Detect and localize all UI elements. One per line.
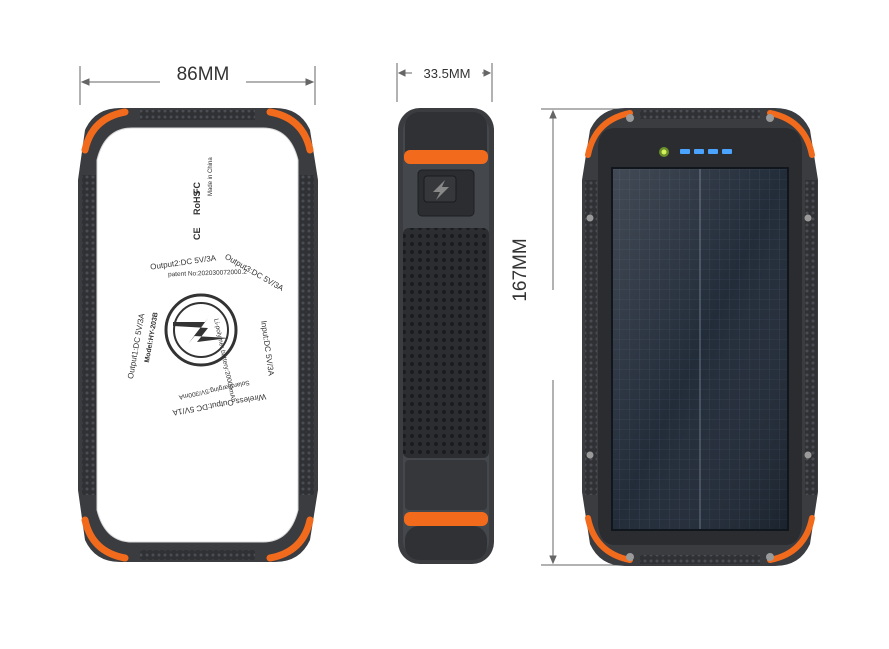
side-view [398, 108, 494, 564]
height-dimension [541, 108, 640, 566]
made-in-text: Made in China [208, 157, 214, 196]
back-view [78, 108, 318, 562]
front-view [582, 108, 818, 566]
rohs-text: RoHS [192, 190, 202, 216]
width-label: 86MM [176, 64, 230, 85]
depth-label: 33.5MM [423, 66, 471, 81]
fc-text: FC [192, 182, 202, 194]
depth-dimension [396, 63, 493, 102]
width-dimension [79, 66, 316, 105]
ce-text: CE [192, 227, 202, 240]
height-label: 167MM [510, 238, 531, 302]
